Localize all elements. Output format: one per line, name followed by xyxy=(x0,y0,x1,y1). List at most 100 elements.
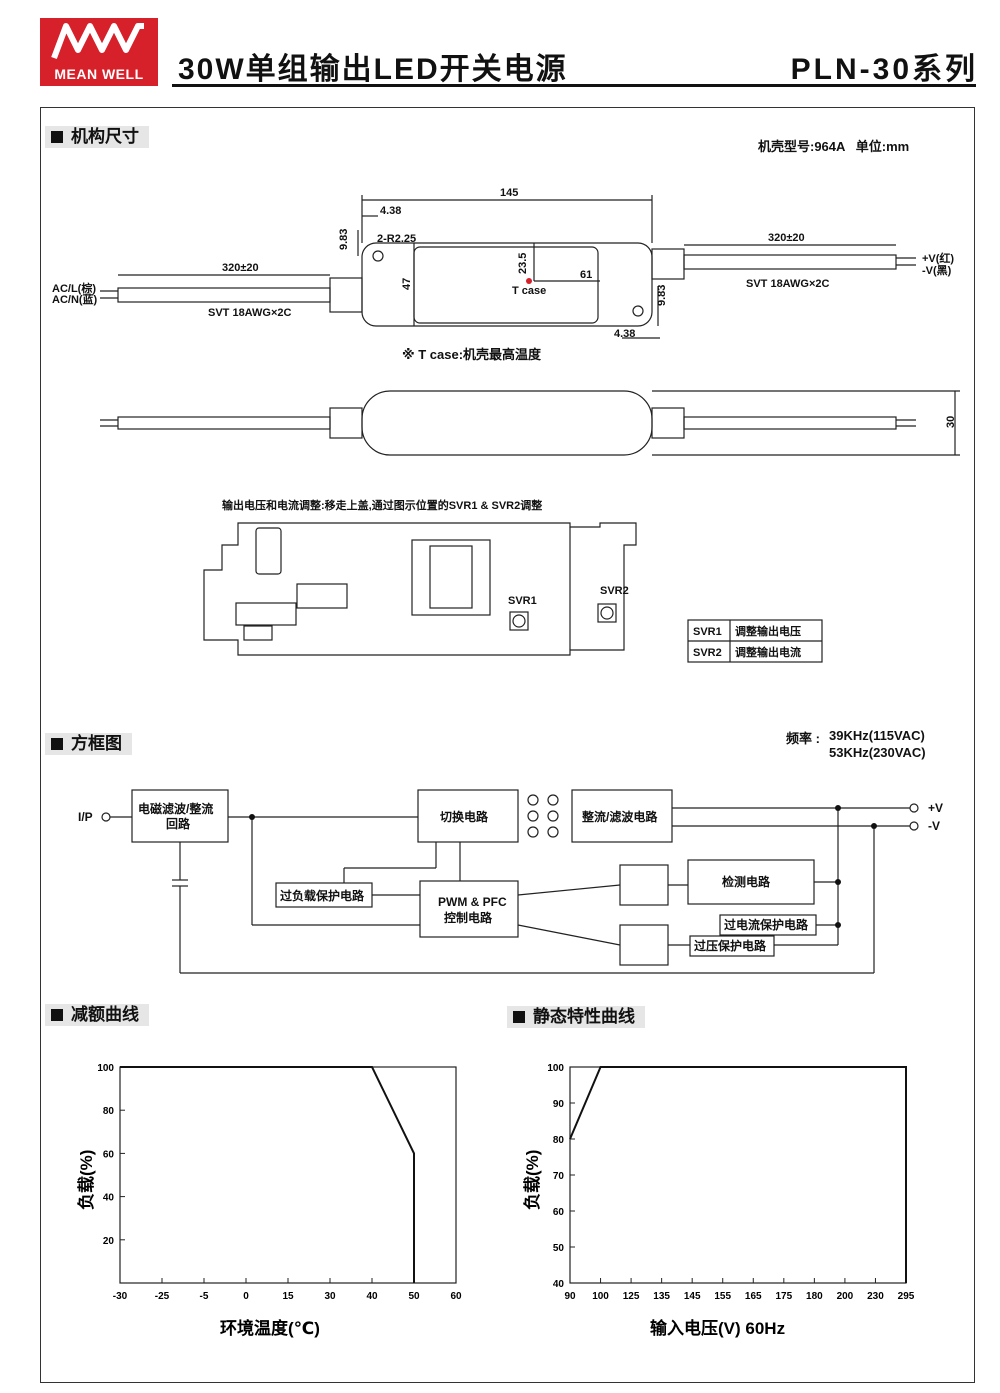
ac-l-label: AC/L(棕) xyxy=(52,281,96,295)
freq-115: 39KHz(115VAC) xyxy=(829,728,925,743)
switch-label: 切换电路 xyxy=(440,809,489,824)
pcb-outline xyxy=(203,522,637,656)
der-ytick-label: 100 xyxy=(97,1063,114,1074)
cable-spec-left: SVT 18AWG×2C xyxy=(208,307,292,319)
st-ytick-label: 90 xyxy=(553,1099,565,1110)
out-neg-terminal: -V xyxy=(928,819,940,833)
cable-spec-right: SVT 18AWG×2C xyxy=(746,278,830,290)
section-derating-title: 减额曲线 xyxy=(71,1005,139,1024)
pwm-label-2: 控制电路 xyxy=(444,910,493,925)
st-xtick-label: 200 xyxy=(837,1291,854,1302)
strain-relief-left xyxy=(329,277,363,313)
st-xtick-label: 100 xyxy=(592,1291,609,1302)
svr2-label: SVR2 xyxy=(600,585,629,597)
der-xtick-label: -25 xyxy=(155,1291,170,1302)
ovp-label: 过压保护电路 xyxy=(694,938,767,953)
transformer xyxy=(411,539,491,616)
static-curve xyxy=(569,1066,907,1283)
freq-230: 53KHz(230VAC) xyxy=(829,745,926,760)
dim-width: 47 xyxy=(401,278,413,290)
der-ytick-label: 80 xyxy=(103,1106,115,1117)
out-pos-terminal: +V xyxy=(928,801,943,815)
ocp-label: 过电流保护电路 xyxy=(724,917,809,932)
st-xtick-label: 165 xyxy=(745,1291,762,1302)
dim-length: 145 xyxy=(500,187,518,199)
dim-hole-left: 9.83 xyxy=(338,229,350,250)
der-ytick-label: 40 xyxy=(103,1193,115,1204)
switch-block xyxy=(417,789,519,843)
logo-text: MEAN WELL xyxy=(54,66,144,82)
st-xtick-label: 175 xyxy=(775,1291,792,1302)
rect-label: 整流/滤波电路 xyxy=(581,809,658,824)
dim-hole-right: 9.83 xyxy=(656,285,668,306)
pwm-block xyxy=(419,880,519,938)
tcase-point xyxy=(526,278,532,284)
section-mechanical-title: 机构尺寸 xyxy=(71,127,139,146)
st-ytick-label: 70 xyxy=(553,1171,565,1182)
svr-table-desc-2: 调整输出电流 xyxy=(735,645,801,659)
st-xtick-label: 125 xyxy=(623,1291,640,1302)
der-ytick-label: 60 xyxy=(103,1149,115,1160)
emi-label-2: 回路 xyxy=(166,816,191,831)
dim-height: 30 xyxy=(945,416,957,428)
page-title: 30W单组输出LED开关电源 xyxy=(178,53,568,86)
transformer-coil-icon xyxy=(527,794,539,838)
st-ytick-label: 80 xyxy=(553,1135,565,1146)
dim-cable-left: 320±20 xyxy=(222,262,259,274)
svr1-label: SVR1 xyxy=(508,595,537,607)
der-xtick-label: 40 xyxy=(366,1291,378,1302)
case-side-view xyxy=(361,390,653,456)
svr-table-desc-1: 调整输出电压 xyxy=(735,624,801,638)
square-bullet-icon xyxy=(51,131,63,143)
dim-hole-spec: 2-R2.25 xyxy=(377,233,416,245)
static-xlabel: 输入电压(V) 60Hz xyxy=(650,1318,785,1338)
optocoupler-2 xyxy=(619,924,669,966)
section-mechanical: 机构尺寸 xyxy=(45,126,149,148)
svr1-pot xyxy=(509,611,529,631)
square-bullet-icon xyxy=(51,738,63,750)
section-block-title: 方框图 xyxy=(71,734,122,753)
tcase-label: T case xyxy=(512,285,546,297)
out-pos-label: +V(红) xyxy=(922,251,954,265)
svr-table-name-2: SVR2 xyxy=(693,647,722,659)
svr2-pot xyxy=(597,603,617,623)
dim-offset-top: 4.38 xyxy=(380,205,401,217)
ip-label: I/P xyxy=(78,810,93,824)
freq-label: 频率 : xyxy=(786,731,820,746)
der-xtick-label: 60 xyxy=(450,1291,462,1302)
ovp-block xyxy=(689,935,775,957)
der-ytick-label: 20 xyxy=(103,1236,115,1247)
der-xtick-label: -5 xyxy=(200,1291,209,1302)
st-xtick-label: 180 xyxy=(806,1291,823,1302)
der-xtick-label: 15 xyxy=(282,1291,294,1302)
out-neg-label: -V(黑) xyxy=(922,264,952,277)
dim-tcase-x: 61 xyxy=(580,269,592,281)
section-static: 静态特性曲线 xyxy=(507,1006,645,1028)
strain-relief-side-left xyxy=(329,407,363,439)
st-xtick-label: 135 xyxy=(653,1291,670,1302)
square-bullet-icon xyxy=(51,1009,63,1021)
rect-block xyxy=(571,789,673,843)
dim-cable-right: 320±20 xyxy=(768,232,805,244)
block-diagram: I/P 电磁滤波/整流 回路 切换电路 整流/滤波电路 过负载保护电路 PWM … xyxy=(78,789,943,974)
ac-n-label: AC/N(蓝) xyxy=(52,292,98,306)
output-cable xyxy=(683,254,897,270)
tcase-note: ※ T case:机壳最高温度 xyxy=(402,347,542,362)
st-ytick-label: 40 xyxy=(553,1279,565,1290)
detect-label: 检测电路 xyxy=(722,874,771,889)
strain-relief-side-right xyxy=(651,407,685,439)
svr-table-name-1: SVR1 xyxy=(693,626,722,638)
mw-logo-icon xyxy=(51,23,144,60)
der-xtick-label: 30 xyxy=(324,1291,336,1302)
derating-curve xyxy=(120,1066,415,1283)
title-rule xyxy=(172,84,976,87)
optocoupler-1 xyxy=(619,864,669,906)
derating-ylabel: 负载(%) xyxy=(76,1150,96,1210)
st-xtick-label: 295 xyxy=(898,1291,915,1302)
der-xtick-label: 0 xyxy=(243,1291,249,1302)
strain-relief-right xyxy=(651,248,685,280)
case-info: 机壳型号:964A 单位:mm xyxy=(758,139,910,154)
mount-hole-right xyxy=(632,305,644,317)
